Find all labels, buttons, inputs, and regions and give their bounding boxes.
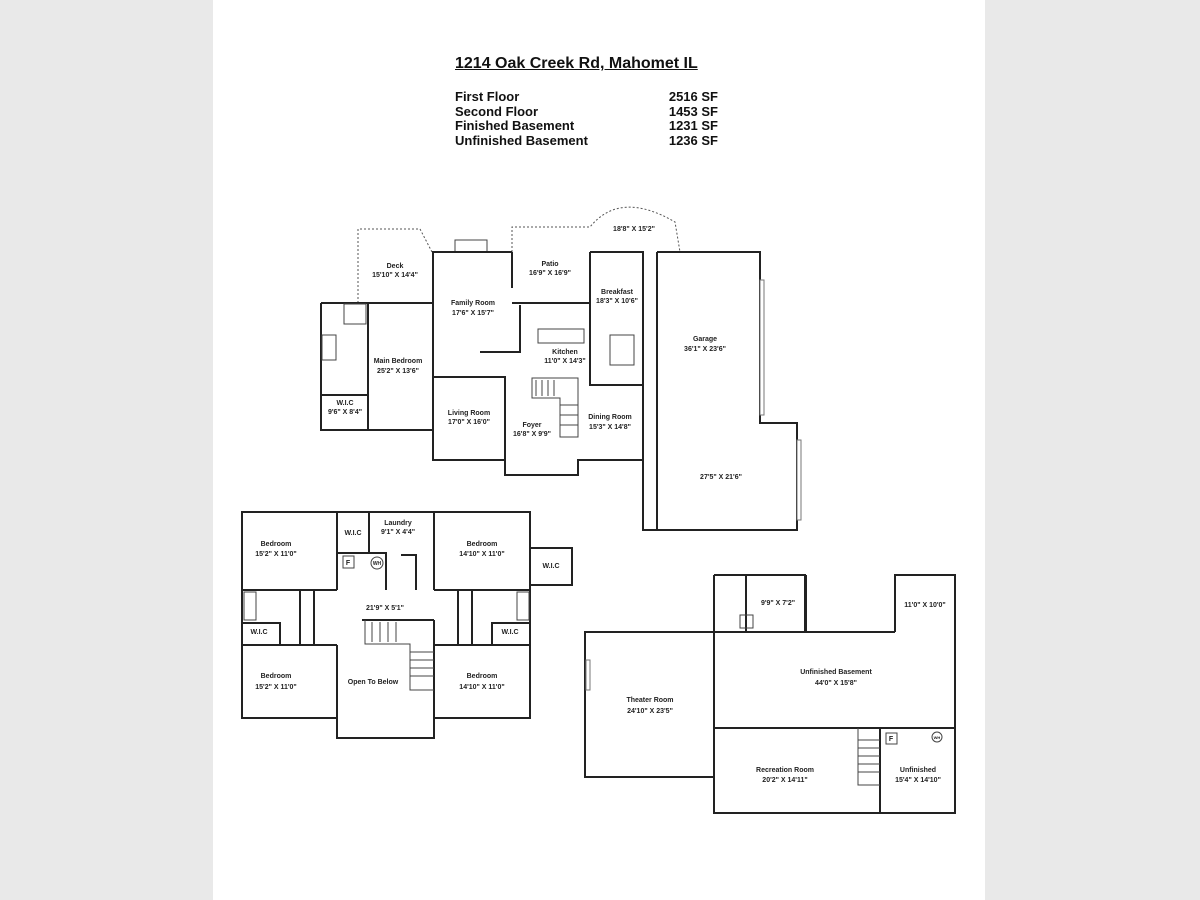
bathtub [321, 334, 337, 361]
water-heater [370, 556, 384, 570]
room-size-bedroom-nw: 15'2" X 11'0" [255, 551, 297, 558]
garage-door [759, 279, 765, 416]
room-size-garage-bay: 27'5" X 21'6" [700, 474, 742, 481]
room-label-family-room: Family Room [451, 300, 495, 307]
room-size-patio-curve: 18'8" X 15'2" [613, 226, 655, 233]
room-size-wic: 9'6" X 8'4" [328, 409, 362, 416]
room-label-bedroom-sw: Bedroom [261, 673, 292, 680]
interior-walls [242, 512, 530, 718]
room-label-wic: W.I.C [344, 530, 361, 537]
deck-outline [357, 228, 433, 303]
furnace-box [885, 732, 898, 745]
water-heater-label: WH [373, 561, 382, 567]
room-size-hallway: 21'9" X 5'1" [366, 605, 404, 612]
room-size-patio: 16'9" X 16'9" [529, 270, 571, 277]
square-footage-summary: First Floor 2516 SF Second Floor 1453 SF F… [455, 89, 718, 149]
water-heater [931, 731, 943, 743]
stat-label: Unfinished Basement [455, 132, 588, 148]
shower [739, 614, 754, 629]
room-size-deck: 15'10" X 14'4" [372, 272, 418, 279]
stat-value: 1231 SF [668, 118, 718, 134]
staircase [364, 620, 434, 691]
property-address-title: 1214 Oak Creek Rd, Mahomet IL [455, 55, 698, 72]
room-label-living-room: Living Room [448, 410, 490, 417]
stat-first-floor: First Floor 2516 SF [455, 89, 718, 105]
furnace-box [342, 555, 355, 569]
floor-plan-sheet [213, 0, 985, 900]
room-size-unfinished-basement: 44'0" X 15'8" [815, 680, 857, 687]
room-label-garage: Garage [693, 336, 717, 343]
room-label-bedroom-ne: Bedroom [467, 541, 498, 548]
room-size-living-room: 17'0" X 16'0" [448, 419, 490, 426]
stat-finished-basement: Finished Basement 1231 SF [455, 119, 718, 134]
interior-walls [321, 252, 658, 530]
second-floor-plan: F WH Bedroom 15'2" X 11'0" W.I.C Laundry… [241, 511, 573, 739]
room-size-dining-room: 15'3" X 14'8" [589, 424, 631, 431]
stat-label: Second Floor [455, 103, 539, 119]
room-size-laundry: 9'1" X 4'4" [381, 529, 415, 536]
room-label-wic-w: W.I.C [250, 629, 267, 636]
stat-second-floor: Second Floor 1453 SF [455, 103, 718, 120]
room-size-bedroom-sw: 15'2" X 11'0" [255, 684, 297, 691]
bathtub-left [243, 591, 257, 621]
range-unit [609, 334, 635, 366]
room-label-foyer: Foyer [522, 422, 541, 429]
room-label-kitchen: Kitchen [552, 349, 578, 356]
room-size-garage: 36'1" X 23'6" [684, 346, 726, 353]
room-label-recreation-room: Recreation Room [756, 767, 814, 774]
stat-value: 1453 SF [668, 103, 718, 119]
fireplace [454, 239, 488, 253]
room-size-foyer: 16'8" X 9'9" [513, 431, 551, 438]
room-label-unfinished-basement: Unfinished Basement [800, 669, 872, 676]
basement-plan: F WH 9'9" X 7'2" 11'0" X 10'0" Unfinishe… [584, 574, 956, 814]
room-label-wic-e: W.I.C [501, 629, 518, 636]
room-size-recreation-room: 20'2" X 14'11" [762, 777, 807, 784]
water-heater-label: WH [934, 735, 941, 740]
stat-unfinished-basement: Unfinished Basement 1236 SF [455, 132, 718, 149]
room-size-family-room: 17'6" X 15'7" [452, 310, 494, 317]
stat-value: 1236 SF [668, 132, 718, 148]
room-label-wic-ne: W.I.C [542, 563, 559, 570]
furnace-label: F [346, 560, 351, 567]
room-label-breakfast: Breakfast [601, 289, 634, 296]
interior-walls [713, 575, 955, 813]
garage-door-side [796, 439, 802, 521]
shower [343, 303, 367, 325]
room-label-theater-room: Theater Room [626, 697, 673, 704]
stat-value: 2516 SF [668, 89, 718, 104]
stat-label: First Floor [455, 89, 520, 104]
exterior-walls [241, 511, 531, 739]
room-size-basement-storage: 11'0" X 10'0" [904, 602, 946, 609]
staircase [531, 377, 579, 438]
exterior-walls [321, 251, 798, 531]
room-size-kitchen: 11'0" X 14'3" [544, 358, 586, 365]
room-label-bedroom-nw: Bedroom [261, 541, 292, 548]
bathtub-right [516, 591, 530, 621]
room-size-breakfast: 18'3" X 10'6" [596, 298, 638, 305]
wic-bump [530, 547, 573, 586]
exterior-walls-south [320, 303, 643, 476]
room-label-wic: W.I.C [336, 400, 353, 407]
stat-label: Finished Basement [455, 118, 575, 134]
furnace-label: F [889, 736, 894, 743]
room-label-bedroom-se: Bedroom [467, 673, 498, 680]
window-west [585, 659, 591, 691]
room-label-dining-room: Dining Room [588, 414, 632, 421]
room-size-unfinished: 15'4" X 14'10" [895, 777, 941, 784]
room-size-theater-room: 24'10" X 23'5" [627, 708, 673, 715]
room-label-deck: Deck [387, 263, 404, 270]
room-label-unfinished: Unfinished [900, 767, 936, 774]
room-size-bedroom-se: 14'10" X 11'0" [459, 684, 504, 691]
patio-outline [511, 206, 681, 253]
staircase [857, 728, 880, 786]
room-label-open-to-below: Open To Below [348, 679, 399, 686]
room-size-bedroom-ne: 14'10" X 11'0" [459, 551, 504, 558]
room-size-basement-bath: 9'9" X 7'2" [761, 600, 795, 607]
room-label-main-bedroom: Main Bedroom [374, 358, 423, 365]
room-label-patio: Patio [541, 261, 558, 268]
room-size-main-bedroom: 25'2" X 13'6" [377, 368, 419, 375]
first-floor-plan: Deck 15'10" X 14'4" Patio 16'9" X 16'9" … [320, 206, 802, 531]
kitchen-island [537, 328, 585, 344]
room-label-laundry: Laundry [384, 520, 412, 527]
